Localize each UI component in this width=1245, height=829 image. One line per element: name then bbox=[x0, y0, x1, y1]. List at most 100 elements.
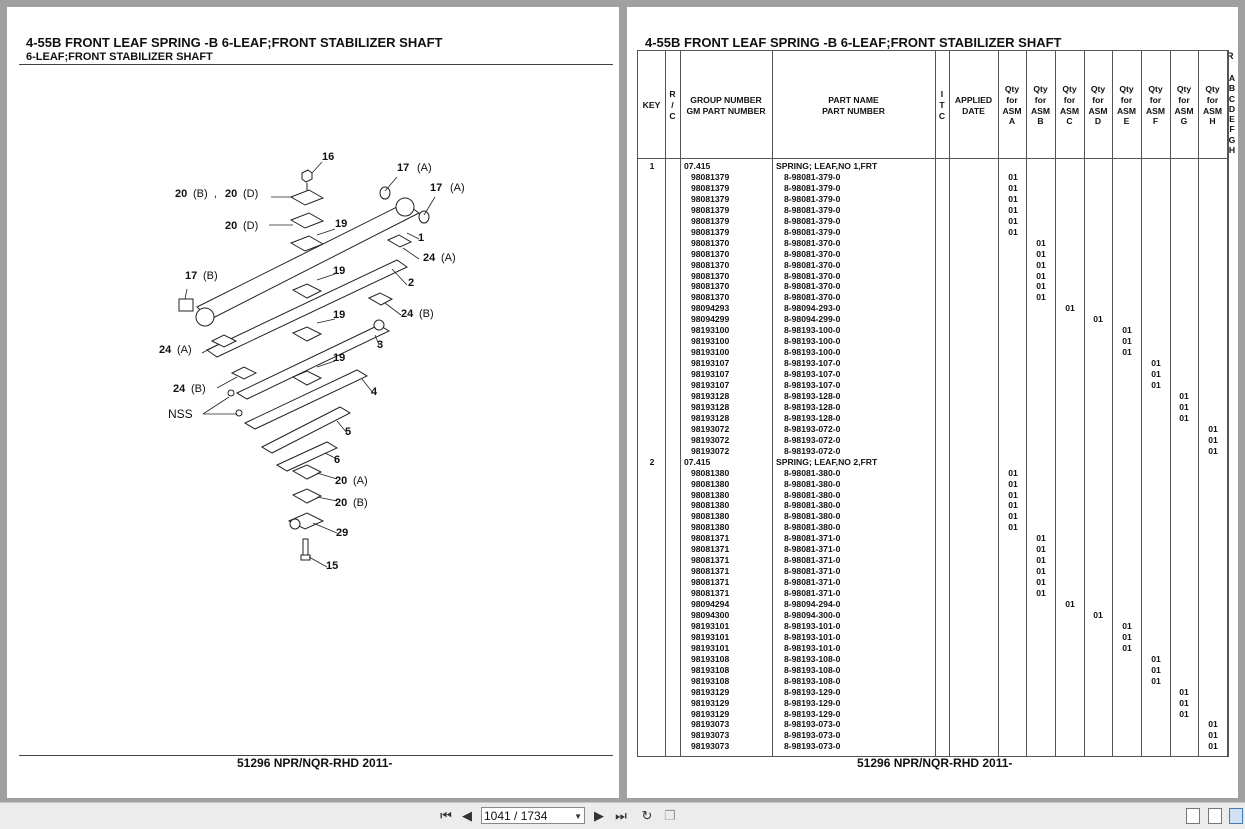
group-cell: 98081370 bbox=[691, 292, 730, 303]
callout-24b: 24 bbox=[401, 308, 414, 320]
qty-cell: 01 bbox=[1008, 182, 1018, 193]
callout-6: 6 bbox=[334, 454, 340, 466]
single-page-view-icon[interactable] bbox=[1186, 808, 1200, 824]
part-cell: 8-98193-129-0 bbox=[784, 697, 841, 708]
part-cell: 8-98081-371-0 bbox=[784, 577, 841, 588]
part-cell: 8-98081-380-0 bbox=[784, 511, 841, 522]
svg-text:(A): (A) bbox=[417, 162, 432, 174]
callout-19d: 19 bbox=[333, 352, 345, 364]
part-cell: 8-98081-370-0 bbox=[784, 292, 841, 303]
group-cell: 98081370 bbox=[691, 270, 730, 281]
qty-cell: 01 bbox=[1093, 609, 1103, 620]
group-cell: 98193107 bbox=[691, 358, 730, 369]
part-cell: 8-98193-073-0 bbox=[784, 741, 841, 752]
qty-cell: 01 bbox=[1008, 193, 1018, 204]
callout-29: 29 bbox=[336, 527, 348, 539]
col-part: PART NAME PART NUMBER bbox=[822, 95, 885, 116]
group-cell: 98193128 bbox=[691, 390, 730, 401]
qty-cell: 01 bbox=[1008, 204, 1018, 215]
part-cell: 8-98081-370-0 bbox=[784, 259, 841, 270]
group-cell: 98193072 bbox=[691, 445, 730, 456]
part-cell: 8-98081-379-0 bbox=[784, 193, 841, 204]
part-cell: 8-98081-371-0 bbox=[784, 555, 841, 566]
callout-20a: 20 bbox=[335, 475, 347, 487]
parts-table: KEY R / C GROUP NUMBER GM PART NUMBER PA… bbox=[637, 50, 1235, 757]
part-cell: 8-98193-101-0 bbox=[784, 620, 841, 631]
callout-19a: 19 bbox=[335, 218, 347, 230]
continuous-view-icon[interactable] bbox=[1208, 808, 1222, 824]
callout-3: 3 bbox=[377, 339, 383, 351]
qty-cell: 01 bbox=[1208, 741, 1218, 752]
next-page-icon[interactable]: ▶ bbox=[594, 808, 604, 823]
part-cell: 8-98081-371-0 bbox=[784, 544, 841, 555]
first-page-icon[interactable]: ⏮ bbox=[440, 808, 452, 823]
qty-cell: 01 bbox=[1036, 566, 1046, 577]
col-itc: I T C bbox=[938, 89, 946, 121]
group-cell: 98193129 bbox=[691, 708, 730, 719]
group-cell: 98081371 bbox=[691, 555, 730, 566]
part-cell: 8-98193-128-0 bbox=[784, 412, 841, 423]
rotate-icon[interactable]: ↻ bbox=[641, 808, 653, 823]
part-cell: 8-98193-128-0 bbox=[784, 390, 841, 401]
qty-cell: 01 bbox=[1065, 303, 1075, 314]
page-number-field[interactable]: 1041 / 1734 ▼ bbox=[481, 807, 585, 824]
qty-cell: 01 bbox=[1179, 412, 1189, 423]
group-cell: 98193108 bbox=[691, 664, 730, 675]
eye-front bbox=[395, 197, 415, 217]
group-cell: 98193073 bbox=[691, 719, 730, 730]
nut-16 bbox=[301, 169, 313, 183]
part-cell: SPRING; LEAF,NO 1,FRT bbox=[776, 161, 878, 171]
part-cell: 8-98193-101-0 bbox=[784, 642, 841, 653]
group-cell: 98193128 bbox=[691, 401, 730, 412]
prev-page-icon[interactable]: ◀ bbox=[462, 808, 472, 823]
callout-24b-2: 24 bbox=[173, 383, 186, 395]
part-cell: 8-98081-371-0 bbox=[784, 588, 841, 599]
qty-cell: 01 bbox=[1208, 434, 1218, 445]
last-page-icon[interactable]: ⏭ bbox=[615, 808, 627, 823]
part-cell: 8-98193-128-0 bbox=[784, 401, 841, 412]
col-letters: A B C D E F G H bbox=[1228, 73, 1236, 156]
svg-text:(B): (B) bbox=[203, 270, 218, 282]
col-qty-g: Qty for ASM G bbox=[1174, 84, 1194, 127]
qty-cell: 01 bbox=[1008, 171, 1018, 182]
callout-17a: 17 bbox=[397, 162, 409, 174]
eye-rear bbox=[195, 307, 215, 327]
chevron-down-icon[interactable]: ▼ bbox=[574, 812, 582, 821]
qty-cell: 01 bbox=[1122, 631, 1132, 642]
group-cell: 98081379 bbox=[691, 193, 730, 204]
qty-cell: 01 bbox=[1008, 489, 1018, 500]
pad-20bd bbox=[289, 189, 325, 206]
qty-cell: 01 bbox=[1036, 281, 1046, 292]
qty-cell: 01 bbox=[1036, 588, 1046, 599]
part-cell: 8-98081-379-0 bbox=[784, 204, 841, 215]
qty-cell: 01 bbox=[1179, 686, 1189, 697]
part-cell: 8-98193-107-0 bbox=[784, 380, 841, 390]
group-cell: 98081380 bbox=[691, 500, 730, 511]
left-page: 4-55B FRONT LEAF SPRING -B 6-LEAF;FRONT … bbox=[7, 7, 619, 798]
part-cell: 8-98081-379-0 bbox=[784, 226, 841, 237]
pad-20d bbox=[289, 212, 325, 229]
page-subtitle: 6-LEAF;FRONT STABILIZER SHAFT bbox=[26, 51, 213, 63]
group-cell: 98081370 bbox=[691, 237, 730, 248]
svg-text:(A): (A) bbox=[177, 344, 192, 356]
svg-text:(B): (B) bbox=[191, 383, 206, 395]
callout-17b: 17 bbox=[185, 270, 197, 282]
callout-2: 2 bbox=[408, 277, 414, 289]
qty-cell: 01 bbox=[1036, 544, 1046, 555]
part-cell: 8-98193-072-0 bbox=[784, 434, 841, 445]
svg-text:(A): (A) bbox=[353, 475, 368, 487]
part-cell: 8-98193-108-0 bbox=[784, 675, 841, 686]
qty-cell: 01 bbox=[1008, 500, 1018, 511]
group-cell: 98193100 bbox=[691, 336, 730, 347]
part-cell: 8-98081-380-0 bbox=[784, 522, 841, 533]
callout-5: 5 bbox=[345, 426, 351, 438]
facing-view-icon[interactable] bbox=[1229, 808, 1243, 824]
col-qty-a: Qty for ASM A bbox=[1002, 84, 1022, 127]
group-cell: 98081370 bbox=[691, 259, 730, 270]
part-cell: 8-98081-371-0 bbox=[784, 533, 841, 544]
part-cell: 8-98193-108-0 bbox=[784, 664, 841, 675]
fit-icon[interactable]: ❐ bbox=[664, 808, 676, 823]
viewer-toolbar: ⏮ ◀ 1041 / 1734 ▼ ▶ ⏭ ↻ ❐ bbox=[0, 802, 1245, 829]
group-cell: 98081379 bbox=[691, 226, 730, 237]
callout-15: 15 bbox=[326, 560, 338, 572]
